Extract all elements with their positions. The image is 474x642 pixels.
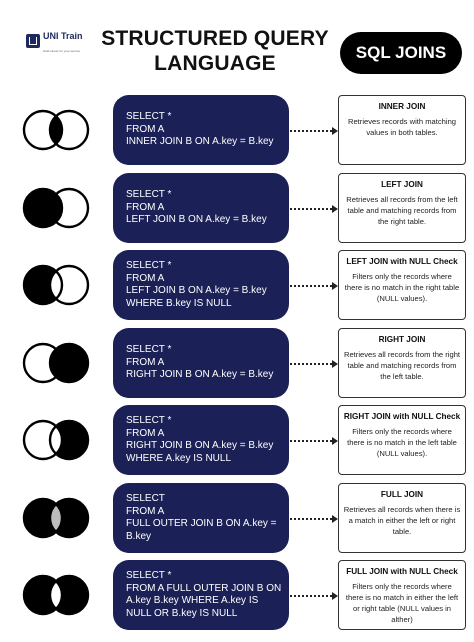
right-join-null-venn-icon xyxy=(22,412,94,468)
sql-line: WHERE A.key IS NULL xyxy=(126,452,232,464)
join-name: LEFT JOIN with NULL Check xyxy=(346,257,458,266)
sql-line: LEFT JOIN B ON A.key = B.key xyxy=(126,285,267,296)
sql-line: B.key xyxy=(126,530,152,542)
dotted-arrow-icon xyxy=(290,515,338,523)
join-name: INNER JOIN xyxy=(378,102,426,111)
dotted-arrow-icon xyxy=(290,360,338,368)
join-description-card: INNER JOIN Retrieves records with matchin… xyxy=(338,95,466,165)
sql-line: FROM A xyxy=(126,272,165,284)
sql-line: WHERE B.key IS NULL xyxy=(126,297,232,309)
sql-line: FROM A xyxy=(126,123,165,135)
sql-line: FROM A xyxy=(126,427,165,439)
join-description: Filters only the records where there is … xyxy=(345,582,459,624)
title-line-2: LANGUAGE xyxy=(154,52,276,75)
left-join-venn-icon xyxy=(22,180,94,236)
join-description: Filters only the records where there is … xyxy=(344,272,460,303)
dotted-arrow-icon xyxy=(290,205,338,213)
page-title: STRUCTURED QUERY LANGUAGE xyxy=(80,26,350,76)
join-description: Retrieves records with matching values i… xyxy=(347,117,457,137)
sql-line: SELECT * xyxy=(126,260,172,271)
full-join-null-venn-icon xyxy=(22,567,94,623)
sql-line: SELECT * xyxy=(126,344,172,356)
sql-line: RIGHT JOIN B ON A.key = B.key xyxy=(126,369,274,381)
join-name: LEFT JOIN xyxy=(381,180,423,189)
join-name: RIGHT JOIN xyxy=(378,335,426,344)
logo-mark-icon xyxy=(26,34,40,48)
join-description-card: FULL JOIN Retrieves all records when ther… xyxy=(338,483,466,553)
dotted-arrow-icon xyxy=(290,437,338,445)
sql-line: SELECT * xyxy=(126,570,172,581)
dotted-arrow-icon xyxy=(290,592,338,600)
join-description: Retrieves all records from the left tabl… xyxy=(346,195,458,226)
sql-line: INNER JOIN B ON A.key = B.key xyxy=(126,136,274,148)
right-join-venn-icon xyxy=(22,335,94,391)
unitrain-logo: UNI Train build career for your service xyxy=(26,32,83,54)
dotted-arrow-icon xyxy=(290,127,338,135)
sql-line: LEFT JOIN B ON A.key = B.key xyxy=(126,214,267,226)
sql-joins-badge: SQL JOINS xyxy=(340,32,462,74)
logo-brand: UNI Train xyxy=(43,31,83,41)
join-description-card: LEFT JOIN Retrieves all records from the … xyxy=(338,173,466,243)
join-description: Retrieves all records when there is a ma… xyxy=(343,505,461,536)
sql-line: SELECT * xyxy=(126,111,172,123)
sql-line: SELECT * xyxy=(126,415,172,426)
sql-line: FROM A xyxy=(126,505,165,517)
join-name: RIGHT JOIN with NULL Check xyxy=(343,412,461,421)
join-name: FULL JOIN with NULL Check xyxy=(346,567,458,576)
sql-line: FULL OUTER JOIN B ON A.key = xyxy=(126,518,277,529)
sql-line: A.key B.key WHERE A.key IS xyxy=(126,595,259,606)
logo-tagline: build career for your service xyxy=(43,49,81,53)
sql-line: FROM A xyxy=(126,356,165,368)
sql-line: RIGHT JOIN B ON A.key = B.key xyxy=(126,440,274,451)
sql-line: SELECT xyxy=(126,493,165,504)
sql-line: FROM A FULL OUTER JOIN B ON xyxy=(126,582,282,594)
join-name: FULL JOIN xyxy=(380,490,424,499)
inner-join-venn-icon xyxy=(22,102,94,158)
join-description: Filters only the records where there is … xyxy=(347,427,457,458)
title-line-1: STRUCTURED QUERY xyxy=(101,27,329,50)
sql-line: FROM A xyxy=(126,201,165,213)
left-join-null-venn-icon xyxy=(22,257,94,313)
sql-line: NULL OR B.key IS NULL xyxy=(126,607,238,619)
dotted-arrow-icon xyxy=(290,282,338,290)
join-description: Retrieves all records from the right tab… xyxy=(343,350,461,381)
join-description-card: RIGHT JOIN Retrieves all records from the… xyxy=(338,328,466,398)
sql-line: SELECT * xyxy=(126,189,172,201)
full-join-venn-icon xyxy=(22,490,94,546)
